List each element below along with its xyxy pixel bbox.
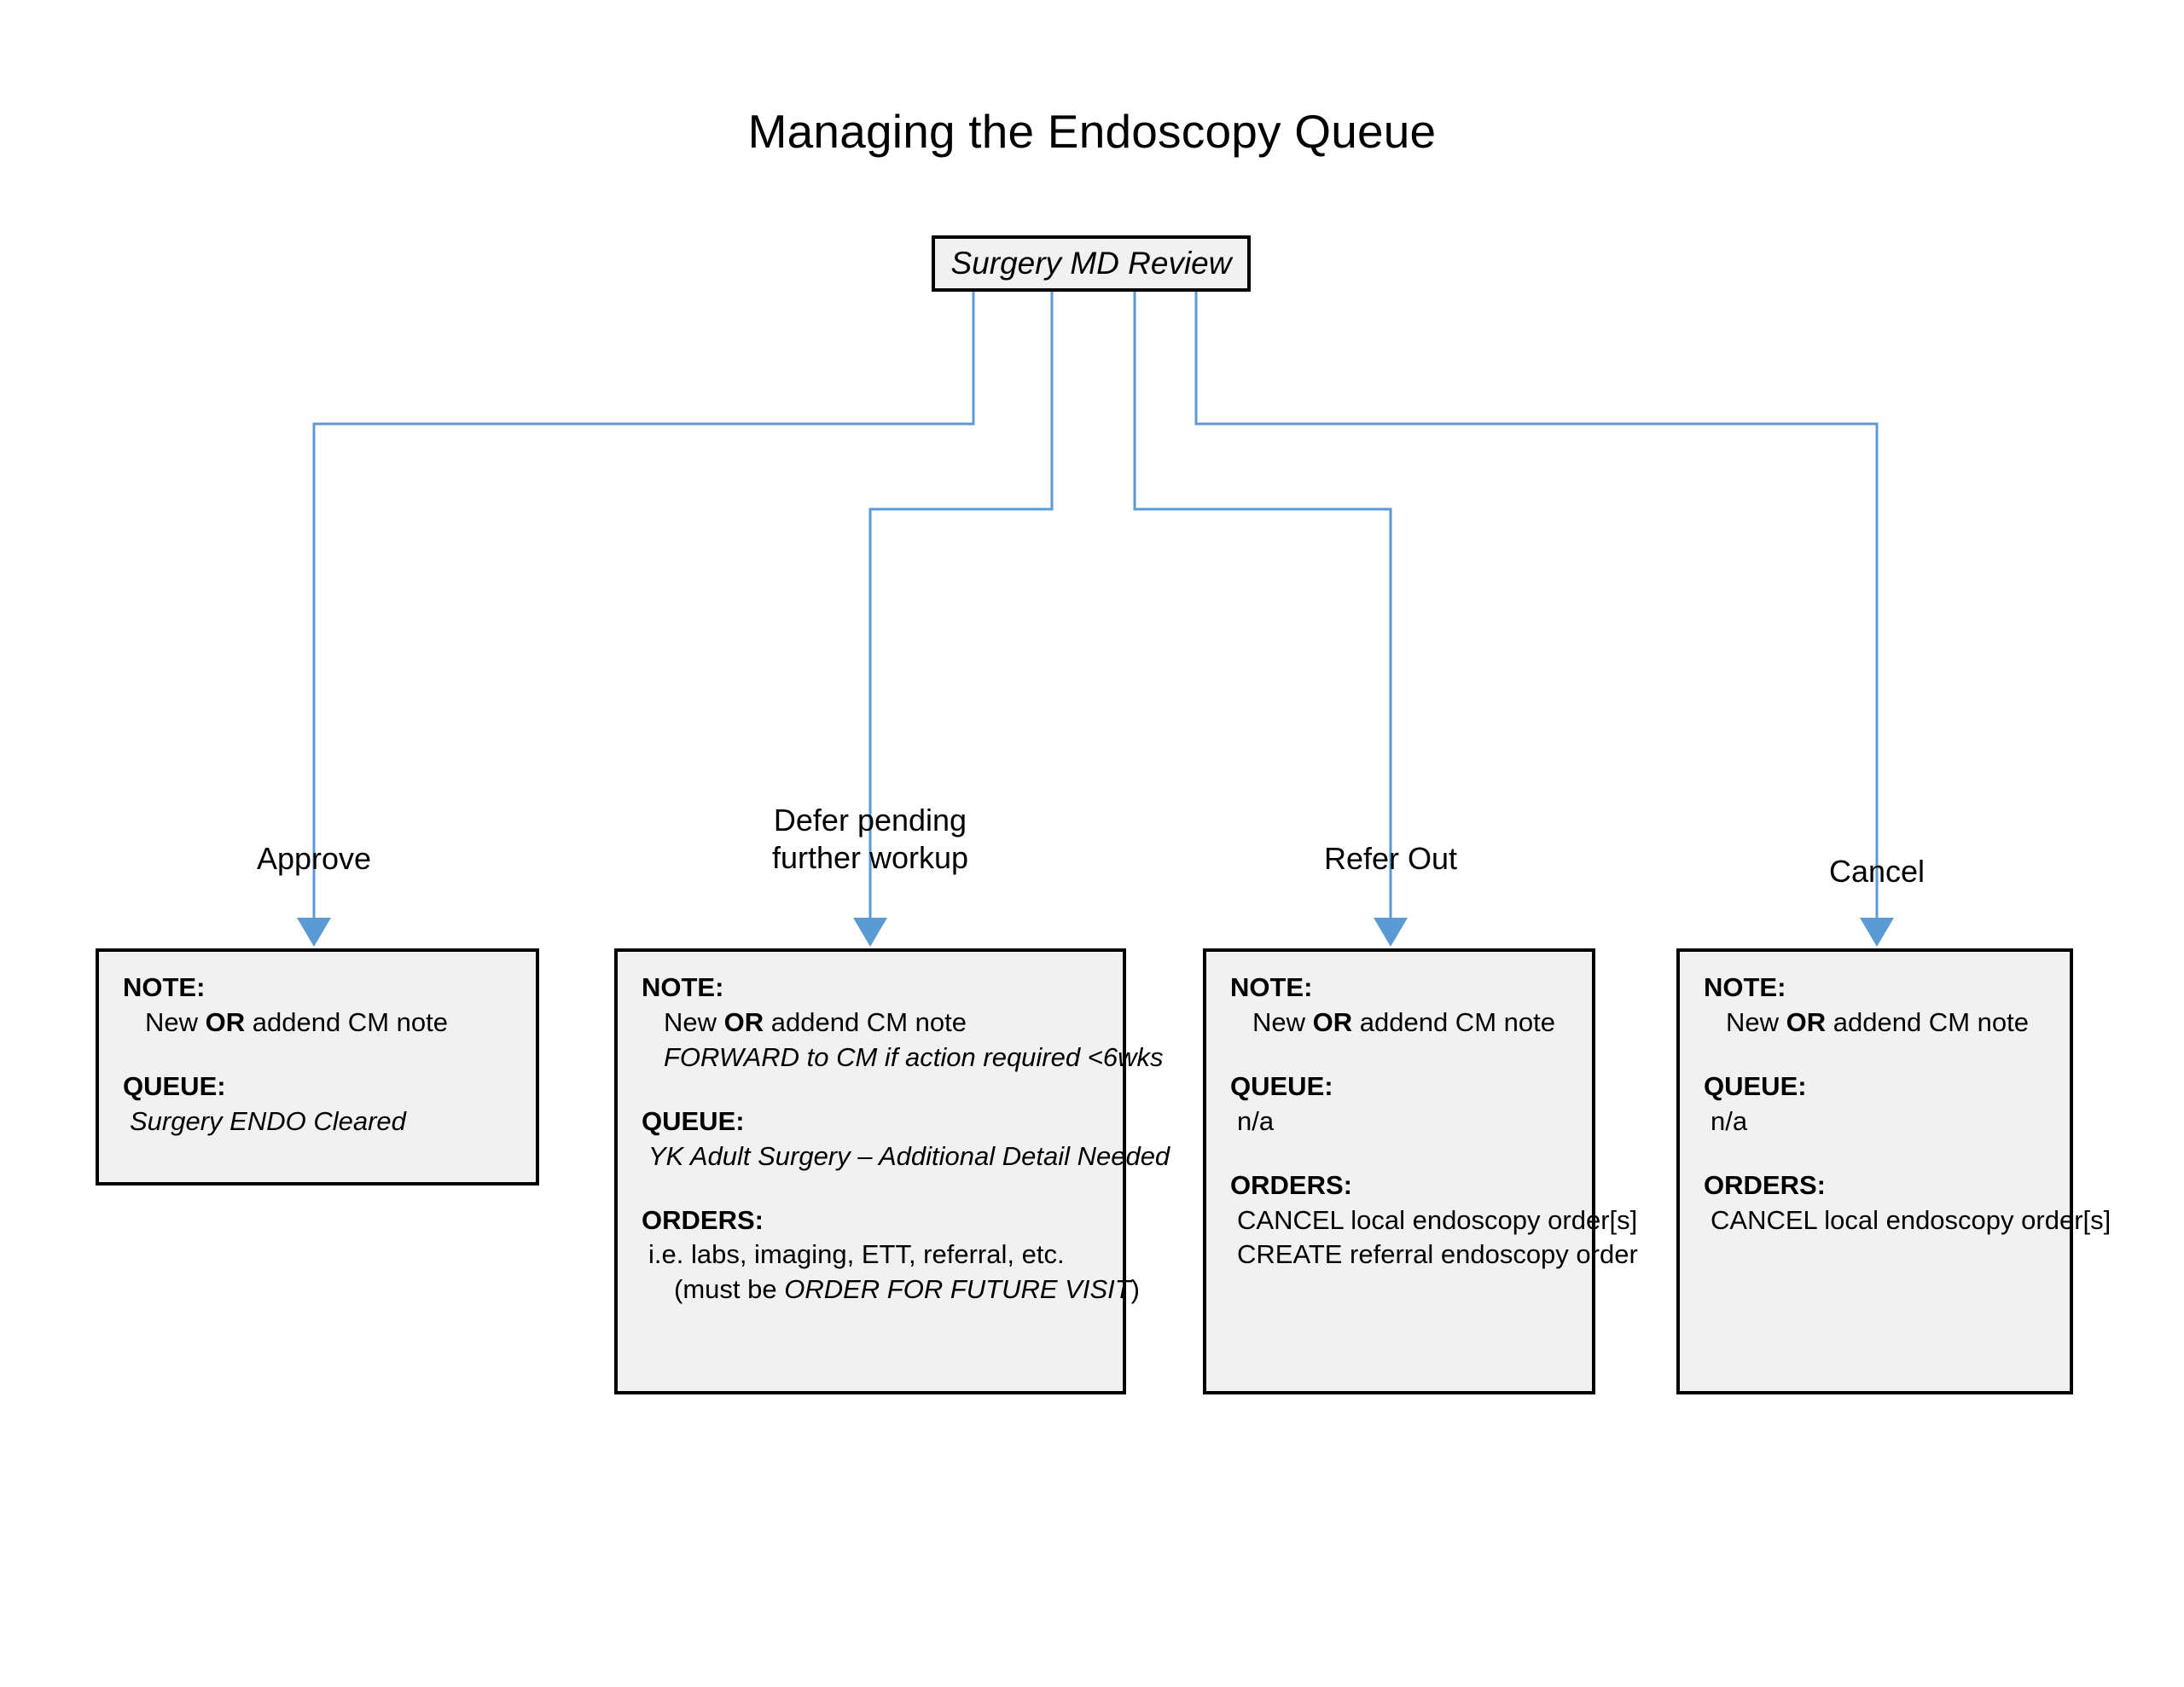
section-line: n/a — [1230, 1104, 1592, 1139]
text-segment: YK Adult Surgery – Additional Detail Nee… — [648, 1140, 1170, 1171]
outcome-section: QUEUE: Surgery ENDO Cleared — [123, 1070, 536, 1139]
branch-label-3: Refer Out — [1323, 841, 1458, 876]
branch-label-1: Approve — [256, 841, 372, 876]
section-heading: ORDERS: — [1230, 1169, 1352, 1200]
connector-line-4 — [1194, 292, 1879, 918]
connector-arrowhead-1 — [297, 918, 331, 947]
connector-arrowhead-3 — [1374, 918, 1408, 947]
outcome-section: NOTE: New OR addend CM note — [123, 971, 536, 1041]
text-segment: n/a — [1711, 1105, 1748, 1136]
connector-arrowhead-2 — [853, 918, 887, 947]
text-segment: New — [1252, 1006, 1306, 1037]
text-segment: i.e. labs, imaging, ETT, referral, etc. — [648, 1239, 1065, 1270]
section-heading: QUEUE: — [1230, 1070, 1333, 1101]
text-segment: New — [664, 1006, 717, 1037]
outcome-section: QUEUE: n/a — [1704, 1070, 2070, 1139]
text-segment: FORWARD to CM if action required <6wks — [664, 1041, 1164, 1072]
section-heading: QUEUE: — [642, 1105, 745, 1136]
text-segment: OR — [1305, 1006, 1360, 1037]
outcome-section: ORDERS: CANCEL local endoscopy order[s] — [1704, 1168, 2111, 1238]
text-segment: addend CM note — [1833, 1006, 2029, 1037]
text-segment: addend CM note — [252, 1006, 448, 1037]
text-segment: CANCEL local endoscopy order[s] — [1711, 1204, 2111, 1235]
outcome-section: ORDERS: i.e. labs, imaging, ETT, referral… — [642, 1203, 1140, 1308]
outcome-section: QUEUE: YK Adult Surgery – Additional Deta… — [642, 1104, 1170, 1174]
page-title: Managing the Endoscopy Queue — [747, 105, 1437, 158]
section-line: (must be ORDER FOR FUTURE VISIT) — [642, 1272, 1140, 1307]
section-heading: ORDERS: — [1704, 1169, 1826, 1200]
branch-label-4: Cancel — [1828, 854, 1926, 889]
text-segment: ORDER FOR FUTURE VISIT — [784, 1274, 1131, 1305]
outcome-section: QUEUE: n/a — [1230, 1070, 1592, 1139]
text-segment: New — [1726, 1006, 1780, 1037]
section-line: CANCEL local endoscopy order[s] — [1230, 1203, 1637, 1238]
section-heading: QUEUE: — [123, 1070, 226, 1101]
text-segment: OR — [1779, 1006, 1833, 1037]
text-segment: New — [145, 1006, 199, 1037]
section-line: New OR addend CM note — [1230, 1006, 1592, 1041]
section-heading: QUEUE: — [1704, 1070, 1807, 1101]
text-segment: Surgery ENDO Cleared — [130, 1105, 406, 1136]
connector-arrowhead-4 — [1860, 918, 1894, 947]
text-segment: CREATE referral endoscopy order — [1237, 1239, 1638, 1270]
section-line: FORWARD to CM if action required <6wks — [642, 1041, 1163, 1075]
text-segment: (must be — [674, 1274, 785, 1305]
connector-line-3 — [1133, 292, 1392, 918]
section-line: New OR addend CM note — [642, 1006, 1123, 1041]
text-segment: addend CM note — [770, 1006, 967, 1037]
outcome-section: NOTE: New OR addend CM note — [1230, 971, 1592, 1041]
section-line: New OR addend CM note — [1704, 1006, 2070, 1041]
text-segment: n/a — [1237, 1105, 1275, 1136]
section-line: n/a — [1704, 1104, 2070, 1139]
section-heading: ORDERS: — [642, 1204, 764, 1235]
section-line: Surgery ENDO Cleared — [123, 1104, 536, 1139]
text-segment: ) — [1130, 1274, 1140, 1305]
section-line: YK Adult Surgery – Additional Detail Nee… — [642, 1139, 1170, 1174]
text-segment: OR — [717, 1006, 771, 1037]
branch-label-2: Defer pending further workup — [771, 803, 969, 875]
section-heading: NOTE: — [1704, 972, 1786, 1002]
section-heading: NOTE: — [123, 972, 206, 1002]
section-line: CREATE referral endoscopy order — [1230, 1238, 1638, 1272]
outcome-section: ORDERS: CANCEL local endoscopy order[s] CR… — [1230, 1168, 1638, 1273]
section-line: i.e. labs, imaging, ETT, referral, etc. — [642, 1238, 1123, 1272]
section-heading: NOTE: — [1230, 972, 1313, 1002]
section-heading: NOTE: — [642, 972, 724, 1002]
section-line: New OR addend CM note — [123, 1006, 536, 1041]
node-surgery-md-review[interactable]: Surgery MD Review — [932, 235, 1251, 292]
text-segment: CANCEL local endoscopy order[s] — [1237, 1204, 1638, 1235]
text-segment: OR — [198, 1006, 253, 1037]
section-line: CANCEL local endoscopy order[s] — [1704, 1203, 2111, 1238]
text-segment: addend CM note — [1359, 1006, 1555, 1037]
outcome-section: NOTE: New OR addend CM note — [1704, 971, 2070, 1041]
root-node-label: Surgery MD Review — [950, 246, 1232, 281]
